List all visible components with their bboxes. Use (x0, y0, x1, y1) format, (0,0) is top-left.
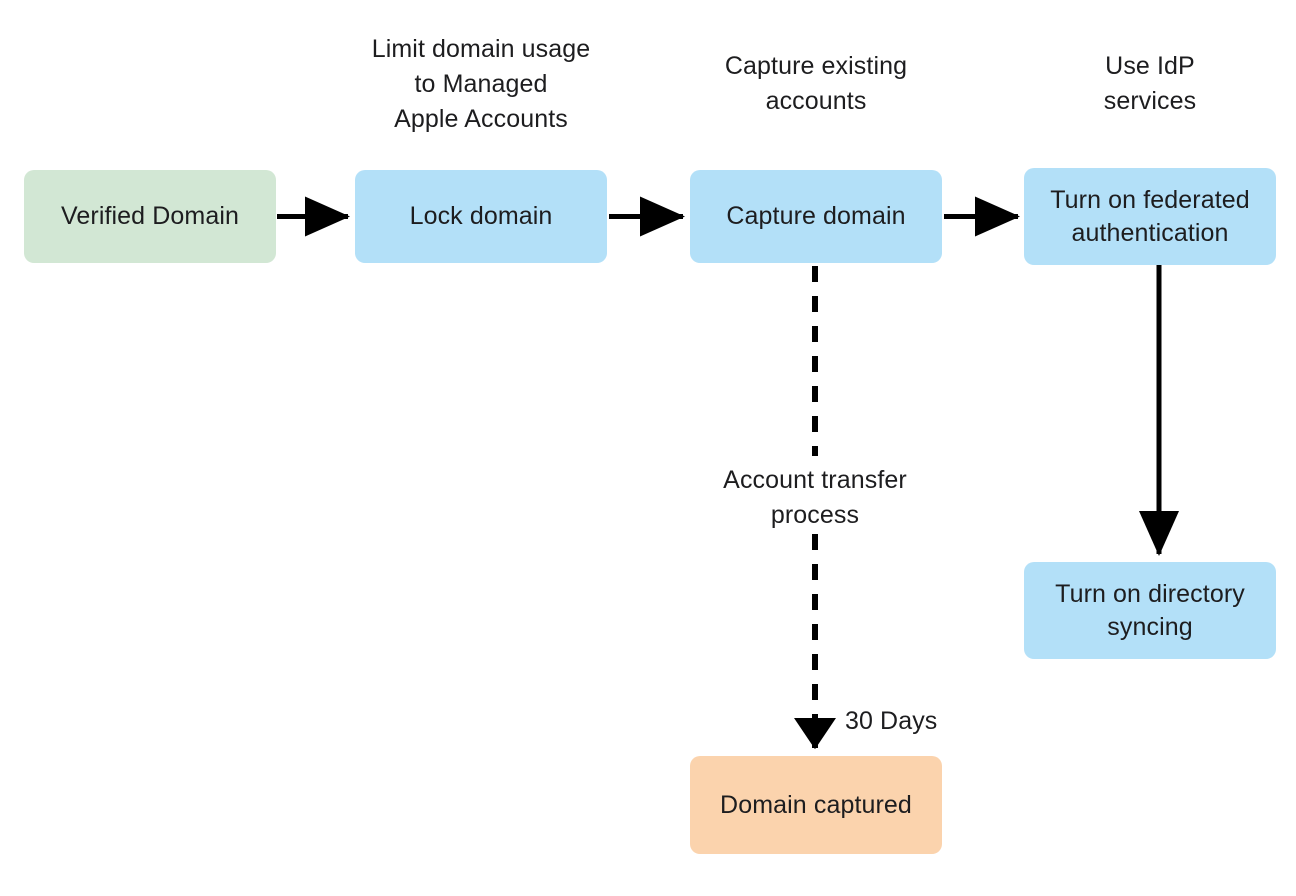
node-verified-domain-label: Verified Domain (61, 202, 239, 230)
node-lock-domain[interactable]: Lock domain (355, 170, 607, 263)
edge-label-account-transfer-process: Account transfer process (723, 466, 907, 529)
node-verified-domain[interactable]: Verified Domain (24, 170, 276, 263)
node-turn-on-directory-syncing[interactable]: Turn on directory syncing (1024, 562, 1276, 659)
edge-label-30-days: 30 Days (845, 707, 938, 735)
caption-federated-authentication: Use IdP services (1103, 52, 1197, 115)
node-domain-captured[interactable]: Domain captured (690, 756, 942, 854)
caption-capture-domain: Capture existing accounts (724, 52, 908, 115)
node-turn-on-directory-syncing-label: Turn on directory syncing (1055, 579, 1245, 641)
node-turn-on-federated-authentication[interactable]: Turn on federated authentication (1024, 168, 1276, 265)
node-turn-on-federated-authentication-label: Turn on federated authentication (1050, 185, 1250, 247)
node-capture-domain[interactable]: Capture domain (690, 170, 942, 263)
node-domain-captured-label: Domain captured (720, 790, 912, 819)
node-capture-domain-label: Capture domain (726, 202, 906, 230)
caption-lock-domain: Limit domain usage to Managed Apple Acco… (371, 35, 591, 133)
node-lock-domain-label: Lock domain (409, 202, 553, 230)
